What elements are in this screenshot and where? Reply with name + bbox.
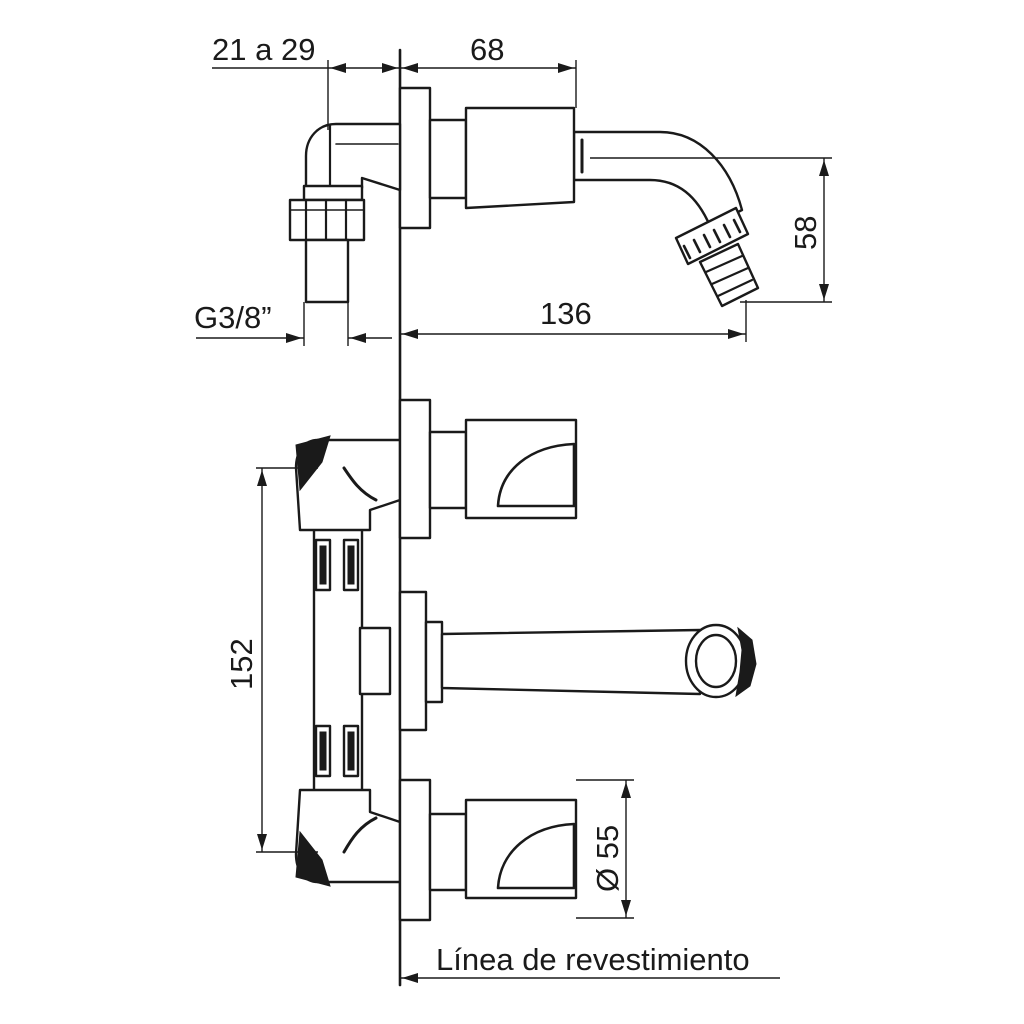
label-handle-diameter: Ø 55 (590, 825, 625, 892)
front-lower-handle (464, 798, 578, 900)
side-aerator-ring (674, 206, 750, 266)
front-upper-flange (398, 398, 432, 540)
side-inlet-elbow (304, 122, 402, 192)
label-inlet-depth: 21 a 29 (212, 32, 315, 67)
front-spout-pipe (440, 628, 702, 696)
side-hose-nozzle (698, 242, 760, 308)
side-view (288, 86, 760, 308)
side-neck (428, 118, 468, 200)
label-spout-drop: 58 (788, 216, 823, 250)
front-spout-flange (398, 590, 428, 732)
front-upper-handle (464, 418, 578, 520)
front-aerator-ring (735, 626, 757, 698)
front-lower-flange (398, 778, 432, 922)
side-spout-pipe (572, 130, 744, 228)
label-wall-line: Línea de revestimiento (436, 942, 750, 977)
side-flange (398, 86, 432, 230)
front-view (294, 398, 757, 922)
side-inlet-pipe (304, 238, 350, 304)
dimension-lines (196, 60, 832, 983)
side-body (464, 106, 576, 210)
label-centre-distance: 152 (224, 638, 259, 690)
label-body-length: 68 (470, 32, 504, 67)
label-total-projection: 136 (540, 296, 592, 331)
label-thread: G3/8” (194, 300, 272, 335)
